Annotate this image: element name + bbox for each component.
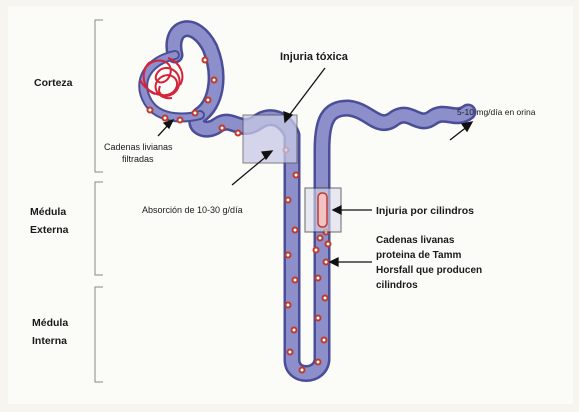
light-chain-dot bbox=[236, 131, 241, 136]
light-chain-dot bbox=[324, 260, 329, 265]
light-chain-dot bbox=[314, 248, 319, 253]
light-chain-dot bbox=[288, 350, 293, 355]
light-chain-dot bbox=[193, 111, 198, 116]
light-chain-dot bbox=[293, 228, 298, 233]
inner-medulla-label-line2: Interna bbox=[32, 335, 67, 347]
light-chain-dot bbox=[326, 242, 331, 247]
cast-injury-label: Injuria por cilindros bbox=[376, 205, 474, 217]
light-chain-dot bbox=[178, 118, 183, 123]
light-chain-dot bbox=[316, 276, 321, 281]
cortex-label: Corteza bbox=[34, 77, 73, 89]
outer-medulla-label-line2: Externa bbox=[30, 224, 69, 236]
light-chain-dot bbox=[316, 360, 321, 365]
light-chain-dot bbox=[286, 198, 291, 203]
light-chain-dot bbox=[220, 126, 225, 131]
cast-icon bbox=[318, 193, 327, 227]
urine-label: 5-10 mg/día en orina bbox=[457, 107, 536, 117]
inner-medulla-label-line1: Médula bbox=[32, 317, 68, 329]
tamm-horsfall-line4: cilindros bbox=[376, 280, 418, 291]
light-chain-dot bbox=[148, 108, 153, 113]
filtered-light-chains-line1: Cadenas livianas bbox=[104, 142, 173, 152]
light-chain-dot bbox=[286, 303, 291, 308]
toxic-injury-label: Injuria tóxica bbox=[280, 51, 349, 63]
light-chain-dot bbox=[163, 116, 168, 121]
outer-medulla-label-line1: Médula bbox=[30, 206, 66, 218]
light-chain-dot bbox=[322, 338, 327, 343]
light-chain-dot bbox=[292, 328, 297, 333]
tamm-horsfall-line1: Cadenas livanas bbox=[376, 235, 455, 246]
light-chain-dot bbox=[206, 98, 211, 103]
light-chain-dot bbox=[300, 368, 305, 373]
toxic-injury-box bbox=[243, 115, 297, 163]
light-chain-dot bbox=[286, 253, 291, 258]
tamm-horsfall-line3: Horsfall que producen bbox=[376, 265, 482, 276]
light-chain-dot bbox=[316, 316, 321, 321]
tamm-horsfall-line2: proteina de Tamm bbox=[376, 250, 461, 261]
filtered-light-chains-line2: filtradas bbox=[122, 154, 154, 164]
light-chain-dot bbox=[294, 173, 299, 178]
light-chain-dot bbox=[323, 296, 328, 301]
absorption-label: Absorción de 10-30 g/día bbox=[142, 205, 243, 215]
light-chain-dot bbox=[212, 78, 217, 83]
light-chain-dot bbox=[318, 236, 323, 241]
light-chain-dot bbox=[203, 58, 208, 63]
light-chain-dot bbox=[293, 278, 298, 283]
